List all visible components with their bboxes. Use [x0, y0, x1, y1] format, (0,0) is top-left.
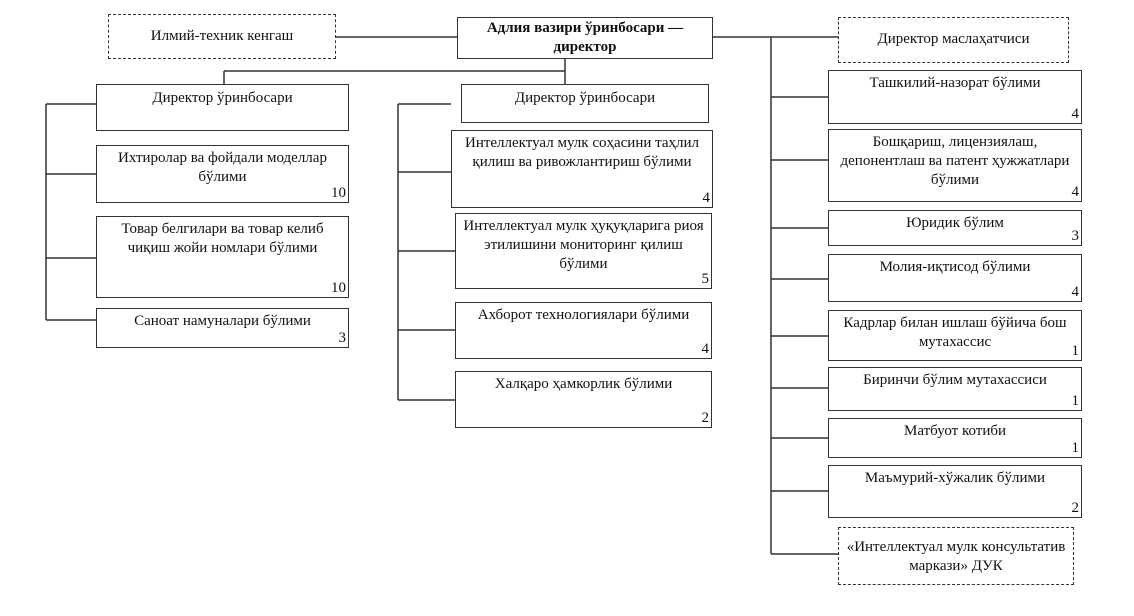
unit-title: Товар белгилари ва товар келиб чиқиш жой…: [121, 221, 324, 256]
head-director-title: Адлия вазири ўринбосари — директор: [486, 20, 684, 55]
unit-box: Кадрлар билан ишлаш бўйича бош мутахасси…: [828, 310, 1082, 361]
unit-box: Интеллектуал мулк ҳуқуқларига риоя этили…: [455, 213, 712, 289]
unit-box: Юридик бўлим 3: [828, 210, 1082, 246]
consulting-center-box: «Интеллектуал мулк консультатив маркази»…: [838, 527, 1074, 585]
staff-count: 4: [701, 341, 710, 357]
unit-title: Молия-иқтисод бўлими: [879, 259, 1031, 275]
unit-title: Кадрлар билан ишлаш бўйича бош мутахасси…: [843, 315, 1067, 350]
unit-title: Халқаро ҳамкорлик бўлими: [494, 376, 673, 392]
unit-title: Ахборот технологиялари бўлими: [477, 307, 690, 323]
middle-deputy-box: Директор ўринбосари: [461, 84, 709, 123]
middle-deputy-title: Директор ўринбосари: [514, 90, 656, 106]
unit-title: Интеллектуал мулк ҳуқуқларига риоя этили…: [463, 218, 704, 272]
unit-title: Саноат намуналари бўлими: [134, 313, 311, 329]
unit-box: Ихтиролар ва фойдали моделлар бўлими 10: [96, 145, 349, 203]
unit-title: Ташкилий-назорат бўлими: [869, 75, 1041, 91]
staff-count: 4: [702, 190, 711, 206]
staff-count: 2: [701, 410, 710, 426]
unit-box: Халқаро ҳамкорлик бўлими 2: [455, 371, 712, 428]
staff-count: 4: [1071, 106, 1080, 122]
unit-box: Биринчи бўлим мутахассиси 1: [828, 367, 1082, 411]
unit-box: Товар белгилари ва товар келиб чиқиш жой…: [96, 216, 349, 298]
staff-count: 1: [1071, 440, 1080, 456]
left-deputy-title: Директор ўринбосари: [152, 90, 293, 106]
staff-count: 3: [1071, 228, 1080, 244]
unit-box: Матбуот котиби 1: [828, 418, 1082, 458]
unit-title: Матбуот котиби: [903, 423, 1007, 439]
unit-box: Молия-иқтисод бўлими 4: [828, 254, 1082, 302]
unit-box: Ташкилий-назорат бўлими 4: [828, 70, 1082, 124]
unit-box: Бошқариш, лицензиялаш, депонентлаш ва па…: [828, 129, 1082, 202]
unit-title: Юридик бўлим: [906, 215, 1004, 231]
scientific-council-box: Илмий-техник кенгаш: [108, 14, 336, 59]
left-deputy-box: Директор ўринбосари: [96, 84, 349, 131]
staff-count: 3: [338, 330, 347, 346]
unit-title: Биринчи бўлим мутахассиси: [863, 372, 1047, 388]
unit-title: Бошқариш, лицензиялаш, депонентлаш ва па…: [840, 134, 1070, 188]
scientific-council-title: Илмий-техник кенгаш: [150, 28, 294, 44]
staff-count: 1: [1071, 393, 1080, 409]
consulting-center-title: «Интеллектуал мулк консультатив маркази»…: [846, 539, 1066, 574]
director-advisor-title: Директор маслаҳатчиси: [877, 31, 1030, 47]
director-advisor-box: Директор маслаҳатчиси: [838, 17, 1069, 63]
unit-title: Ихтиролар ва фойдали моделлар бўлими: [118, 150, 327, 185]
unit-box: Интеллектуал мулк соҳасини таҳлил қилиш …: [451, 130, 713, 208]
unit-box: Саноат намуналари бўлими 3: [96, 308, 349, 348]
head-director-box: Адлия вазири ўринбосари — директор: [457, 17, 713, 59]
unit-box: Маъмурий-хўжалик бўлими 2: [828, 465, 1082, 518]
staff-count: 5: [701, 271, 710, 287]
staff-count: 4: [1071, 284, 1080, 300]
staff-count: 1: [1071, 343, 1080, 359]
staff-count: 10: [331, 280, 346, 296]
staff-count: 4: [1071, 184, 1080, 200]
unit-title: Интеллектуал мулк соҳасини таҳлил қилиш …: [464, 135, 700, 170]
staff-count: 2: [1071, 500, 1080, 516]
unit-title: Маъмурий-хўжалик бўлими: [864, 470, 1046, 486]
unit-box: Ахборот технологиялари бўлими 4: [455, 302, 712, 359]
staff-count: 10: [331, 185, 346, 201]
